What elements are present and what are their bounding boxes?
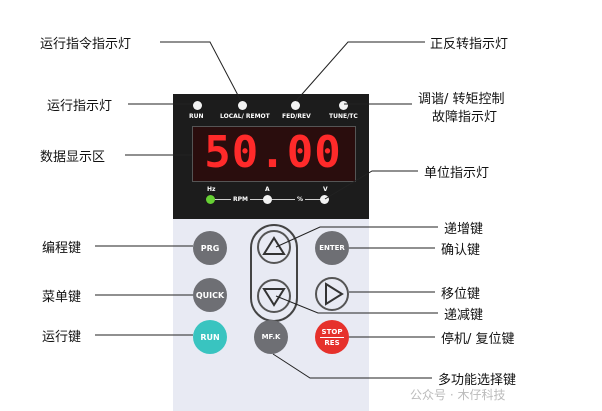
- run-indicator-label: RUN: [189, 113, 204, 120]
- callout-multi-function-key: 多功能选择键: [438, 373, 517, 388]
- callout-run-cmd-indicator: 运行指令指示灯: [40, 37, 132, 52]
- res-label: RES: [324, 338, 340, 347]
- leader-fwd-rev: [295, 41, 425, 102]
- callout-stop-reset-key: 停机/ 复位键: [441, 332, 515, 347]
- run-indicator-led: [193, 101, 202, 110]
- tune-tc-indicator-led: [339, 101, 348, 110]
- fwd-rev-indicator-led: [291, 101, 300, 110]
- down-arrow-button[interactable]: [257, 279, 291, 313]
- unit-hz-led: [206, 195, 215, 204]
- callout-shift-key: 移位键: [441, 287, 481, 302]
- callout-program-key: 编程键: [42, 241, 82, 256]
- display-value: 50.00: [204, 127, 342, 178]
- unit-v-led: [320, 195, 329, 204]
- unit-percent-label: %: [295, 196, 306, 203]
- leader-multi-func: [272, 353, 432, 379]
- stop-reset-button[interactable]: STOP RES: [315, 320, 349, 354]
- local-remote-indicator-led: [238, 101, 247, 110]
- callout-confirm-key: 确认键: [441, 243, 481, 258]
- callout-increment-key: 递增键: [444, 222, 484, 237]
- callout-tune-torque: 调谐/ 转矩控制: [418, 92, 505, 107]
- callout-unit-indicator: 单位指示灯: [424, 166, 490, 181]
- tune-tc-indicator-label: TUNE/TC: [329, 113, 358, 120]
- leader-decrement: [275, 295, 438, 314]
- local-remote-indicator-label: LOCAL/ REMOT: [220, 113, 270, 120]
- leader-increment: [275, 226, 438, 248]
- unit-a-label: A: [265, 186, 270, 193]
- callout-running-indicator: 运行指示灯: [47, 99, 113, 114]
- shift-button[interactable]: [315, 277, 349, 311]
- unit-v-label: V: [323, 186, 328, 193]
- fwd-rev-indicator-label: FED/REV: [282, 113, 311, 120]
- right-triangle-icon: [325, 282, 344, 306]
- callout-fwd-rev-indicator: 正反转指示灯: [430, 37, 509, 52]
- callout-menu-key: 菜单键: [42, 290, 82, 305]
- enter-button[interactable]: ENTER: [315, 231, 349, 265]
- callout-display-area: 数据显示区: [40, 150, 106, 165]
- unit-a-led: [263, 195, 272, 204]
- run-button[interactable]: RUN: [193, 320, 227, 354]
- leader-unit: [324, 170, 418, 200]
- leader-run-cmd: [160, 41, 242, 102]
- led-display: [192, 126, 356, 182]
- watermark-text: 公众号 · 木仔科技: [410, 388, 506, 402]
- callout-decrement-key: 递减键: [444, 308, 484, 323]
- mfk-button[interactable]: MF.K: [254, 320, 288, 354]
- prg-button[interactable]: PRG: [193, 231, 227, 265]
- unit-rpm-label: RPM: [231, 196, 250, 203]
- callout-fault-indicator: 故障指示灯: [432, 110, 498, 125]
- quick-button[interactable]: QUICK: [193, 278, 227, 312]
- unit-hz-label: Hz: [207, 186, 216, 193]
- stop-label: STOP: [321, 327, 343, 336]
- callout-run-key: 运行键: [42, 330, 82, 345]
- stop-reset-divider: [320, 336, 344, 338]
